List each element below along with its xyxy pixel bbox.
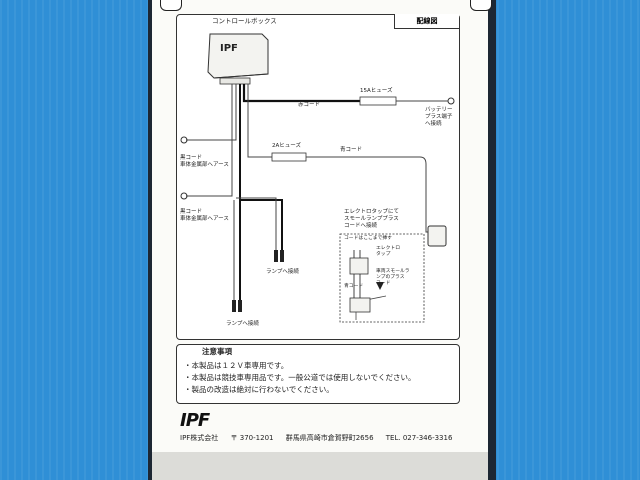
ipf-logo: IPF xyxy=(180,410,210,431)
ground-1-label-2: 車体金属部へアース xyxy=(180,162,229,168)
electro-tap-icon xyxy=(427,225,447,247)
fuse-2a-label: 2Aヒューズ xyxy=(272,143,301,149)
electro-tap-inset xyxy=(339,233,425,323)
notes-item-1: ・本製品は１２Ｖ車専用です。 xyxy=(184,361,289,370)
inset-small-label-1: 車両スモールラ xyxy=(376,269,410,274)
fuse-2a-icon xyxy=(271,152,307,162)
red-cord-label: 赤コード xyxy=(298,102,321,108)
card-bottom-edge xyxy=(152,452,488,480)
lamp-connect-label-2: ランプへ接続 xyxy=(226,321,259,327)
control-box-label: コントロールボックス xyxy=(212,17,277,25)
notes-title: 注意事項 xyxy=(202,347,232,356)
lamp-connector-2a-icon xyxy=(232,300,236,312)
card-hang-notch-right xyxy=(470,0,492,11)
wiring-diagram-badge: 配線図 xyxy=(394,14,459,29)
lamp-connect-label-1: ランプへ接続 xyxy=(266,269,299,275)
inset-blue-label: 青コード xyxy=(344,284,364,289)
blue-cord-label: 青コード xyxy=(340,147,363,153)
ground-2-label-2: 車体金属部へアース xyxy=(180,216,229,222)
ground-terminal-2-icon xyxy=(180,192,188,200)
company-address: 群馬県高崎市倉賀野町2656 xyxy=(285,434,374,442)
control-box-ipf-mark: IPF xyxy=(220,43,238,54)
electro-tap-label-3: コードへ接続 xyxy=(344,223,378,229)
battery-terminal-icon xyxy=(447,97,455,105)
fuse-15a-label: 15Aヒューズ xyxy=(360,88,393,94)
ground-2-label-1: 黒コード xyxy=(180,209,203,215)
battery-label-2: プラス端子 xyxy=(425,114,453,120)
lamp-connector-1b-icon xyxy=(280,250,284,262)
lamp-connector-2b-icon xyxy=(238,300,242,312)
inset-tap-label-1: エレクトロ xyxy=(376,246,400,251)
notes-item-3: ・製品の改造は絶対に行わないでください。 xyxy=(184,385,334,394)
notes-frame xyxy=(176,344,460,404)
postal-code: 〒 370-1201 xyxy=(230,434,274,442)
inset-small-label-3: コード xyxy=(376,281,391,286)
ground-1-label-1: 黒コード xyxy=(180,155,203,161)
lamp-connector-1a-icon xyxy=(274,250,278,262)
electro-tap-label-1: エレクトロタップにて xyxy=(344,209,400,215)
fuse-15a-icon xyxy=(359,96,397,106)
battery-label-3: へ接続 xyxy=(425,121,442,127)
notes-item-2: ・本製品は競技車専用品です。一般公道では使用しないでください。 xyxy=(184,373,416,382)
ground-terminal-1-icon xyxy=(180,136,188,144)
company-phone: TEL. 027-346-3316 xyxy=(385,434,453,442)
electro-tap-label-2: スモールランププラス xyxy=(344,216,399,222)
company-name: IPF株式会社 xyxy=(180,434,219,442)
inset-tap-label-2: タップ xyxy=(376,252,391,257)
inset-small-label-2: ンプのプラス xyxy=(376,275,405,280)
inset-top-label: コードはここまで挿す xyxy=(344,236,392,241)
company-footer: IPF株式会社 〒 370-1201 群馬県高崎市倉賀野町2656 TEL. 0… xyxy=(180,433,462,443)
control-box-icon xyxy=(207,33,269,85)
battery-label-1: バッテリー xyxy=(425,107,453,113)
card-hang-notch-left xyxy=(160,0,182,11)
